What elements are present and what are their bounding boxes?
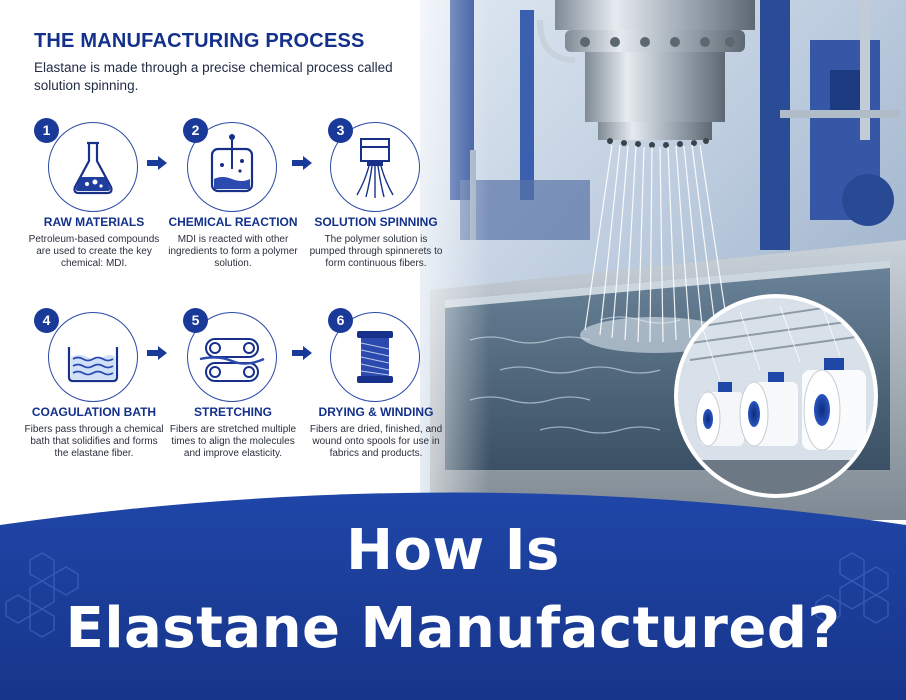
step-title: SOLUTION SPINNING (314, 215, 438, 229)
arrow-right-icon (147, 156, 167, 170)
step-number-badge: 2 (183, 118, 208, 143)
banner-title-line-2: Elastane Manufactured? (65, 596, 841, 661)
step-title: DRYING & WINDING (318, 405, 434, 419)
step-description: Petroleum-based compounds are used to cr… (28, 234, 160, 269)
step-icon-circle (48, 122, 138, 212)
spinneret-icon (356, 138, 394, 198)
step-icon-circle (330, 312, 420, 402)
step-description: Fibers are stretched multiple times to a… (169, 424, 297, 459)
arrow-right-icon (292, 156, 312, 170)
step-title: RAW MATERIALS (43, 215, 145, 229)
step-title: COAGULATION BATH (31, 405, 157, 419)
reactor-icon (210, 134, 254, 193)
step-number-badge: 3 (328, 118, 353, 143)
banner-title-line-1: How Is (346, 518, 560, 583)
bath-icon (67, 347, 119, 383)
rollers-icon (199, 338, 265, 382)
section-title: THE MANUFACTURING PROCESS (34, 30, 365, 52)
step-number-badge: 6 (328, 308, 353, 333)
step-number-badge: 5 (183, 308, 208, 333)
step-description: Fibers are dried, finished, and wound on… (309, 424, 443, 459)
step-title: CHEMICAL REACTION (168, 215, 298, 229)
arrow-right-icon (147, 346, 167, 360)
step-description: Fibers pass through a chemical bath that… (24, 424, 164, 459)
spool-icon (357, 331, 393, 383)
step-number-badge: 1 (34, 118, 59, 143)
step-description: MDI is reacted with other ingredients to… (168, 234, 298, 269)
step-description: The polymer solution is pumped through s… (309, 234, 443, 269)
flask-icon (73, 141, 113, 195)
step-icon-circle (48, 312, 138, 402)
process-panel: THE MANUFACTURING PROCESS Elastane is ma… (0, 0, 450, 500)
step-title: STRETCHING (194, 405, 272, 419)
arrow-right-icon (292, 346, 312, 360)
section-intro: Elastane is made through a precise chemi… (34, 60, 393, 93)
step-number-badge: 4 (34, 308, 59, 333)
